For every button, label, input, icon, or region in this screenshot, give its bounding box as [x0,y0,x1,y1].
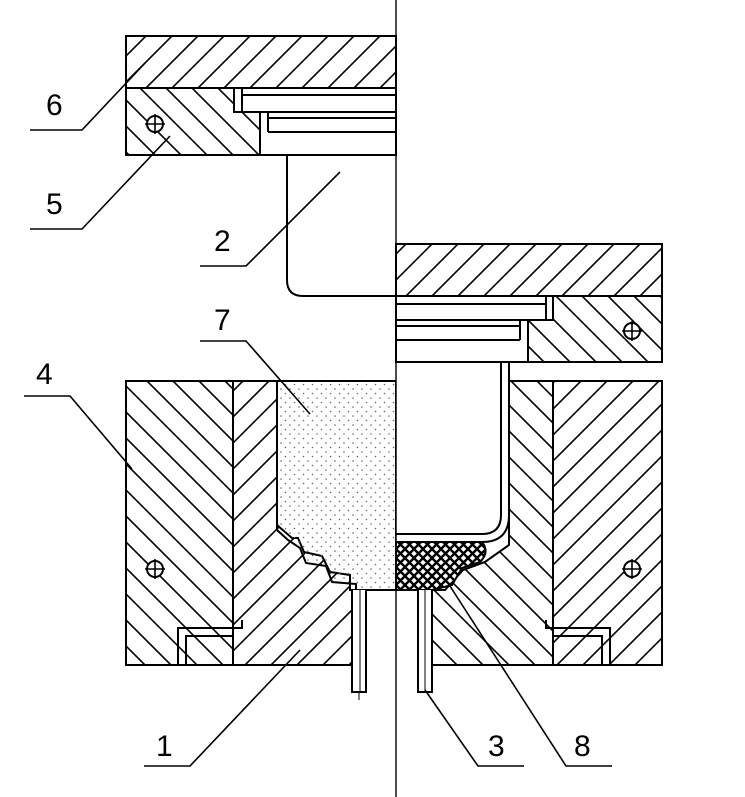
label-6: 6 [46,89,63,122]
pressed-compact [395,541,487,591]
top-clamp-plate-right [395,243,663,297]
label-5: 5 [46,188,63,221]
guide-pin-icon-lower-right [622,559,642,579]
guide-pin-icon-upper-left [145,114,165,134]
label-2: 2 [214,225,231,258]
label-4: 4 [36,358,53,391]
label-1: 1 [156,730,173,763]
top-clamp-plate-left [125,35,397,89]
guide-pin-icon-upper-right [622,321,642,341]
label-8: 8 [574,730,591,763]
die-holder-left [125,380,234,666]
label-7: 7 [214,304,231,337]
guide-pin-icon-lower-left [145,559,165,579]
label-3: 3 [488,730,505,763]
punch-right [396,361,510,543]
punch-left [286,155,396,297]
ejector-pin-left [351,590,367,693]
die-holder-right [552,380,663,666]
